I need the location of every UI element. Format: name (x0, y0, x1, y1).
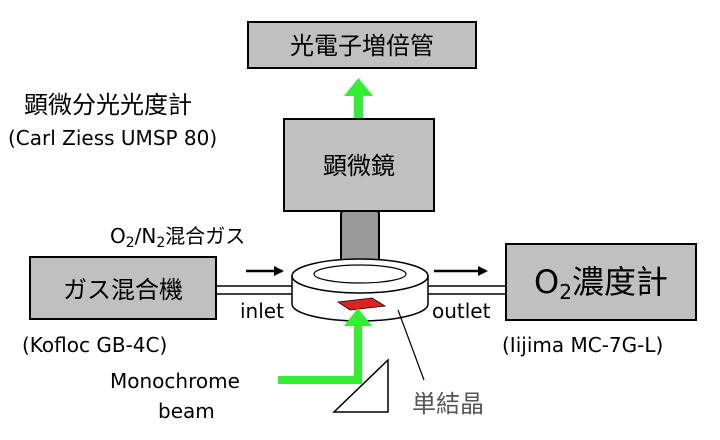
gas-mixer-box: ガス混合機 (29, 256, 217, 320)
photomultiplier-box: 光電子増倍管 (247, 21, 477, 69)
microscope-label: 顕微鏡 (323, 152, 395, 180)
signal-arrow (344, 78, 373, 130)
single-crystal (336, 297, 387, 311)
beam-label-line1: Monochrome (110, 369, 240, 393)
outlet-tube (428, 285, 506, 295)
crystal-pointer-line (397, 309, 425, 381)
o2-meter-label: O2濃度計 (534, 263, 668, 304)
o2-meter-model: (Iijima MC-7G-L) (502, 333, 663, 357)
inlet-label: inlet (240, 299, 284, 323)
gas-mixer-label: ガス混合機 (63, 276, 183, 304)
gas-mixer-model: (Kofloc GB-4C) (22, 333, 167, 357)
spectrophotometer-model: (Carl Ziess UMSP 80) (8, 126, 217, 150)
beam-label-line2: beam (158, 399, 215, 423)
inlet-tube (216, 285, 296, 295)
monochrome-beam (278, 308, 372, 384)
microscope-box: 顕微鏡 (283, 118, 435, 212)
o2-meter-box: O2濃度計 (505, 243, 697, 321)
spectrophotometer-label: 顕微分光光度計 (24, 91, 192, 119)
prism (332, 358, 389, 413)
photomultiplier-label: 光電子増倍管 (290, 32, 434, 60)
single-crystal-label: 単結晶 (412, 390, 484, 418)
gas-mixture-label: O2/N2混合ガス (110, 224, 245, 251)
outlet-label: outlet (432, 299, 491, 323)
sample-cell (291, 258, 429, 322)
